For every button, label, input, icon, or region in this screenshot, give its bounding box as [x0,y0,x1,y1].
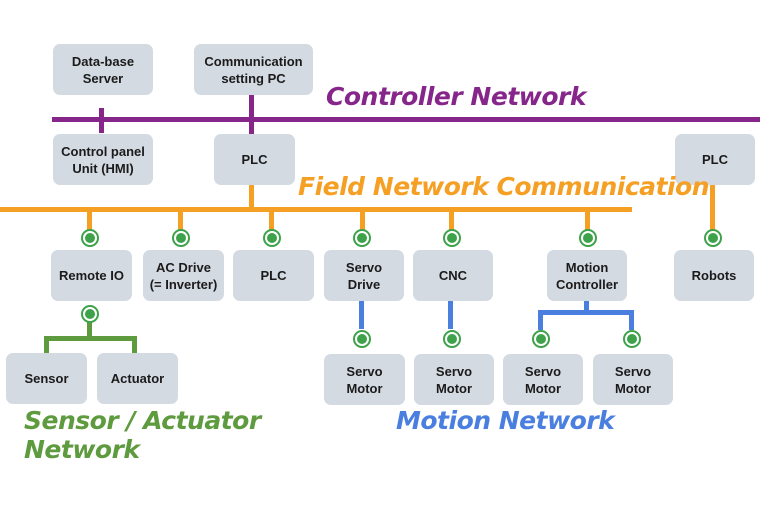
node-servo-motor-2 [443,330,461,348]
link-db-server [99,108,104,133]
box-robots: Robots [674,250,754,301]
drop-remote-io [87,210,92,230]
node-servo-motor-4 [623,330,641,348]
drop-servo-drive [360,210,365,230]
label-field-network: Field Network Communication [298,172,710,201]
box-remote-io: Remote IO [51,250,132,301]
sensor-drop-left [44,336,49,354]
box-servo-motor-1: Servo Motor [324,354,405,405]
node-motion-controller [579,229,597,247]
box-plc-right: PLC [675,134,755,185]
box-servo-drive: Servo Drive [324,250,404,301]
node-remote-io [81,229,99,247]
box-servo-motor-3: Servo Motor [503,354,583,405]
motion-link-cnc [448,301,453,329]
label-controller-network: Controller Network [326,82,586,111]
controller-bus [52,117,760,122]
box-cnc: CNC [413,250,493,301]
motion-controller-stem [584,301,589,313]
sensor-drop-right [132,336,137,354]
box-plc-field: PLC [233,250,314,301]
link-comm-pc [249,94,254,136]
box-ac-drive: AC Drive (= Inverter) [143,250,224,301]
node-servo-motor-1 [353,330,371,348]
box-plc-main: PLC [214,134,295,185]
link-plc-robots [710,184,715,230]
field-bus [0,207,632,212]
node-cnc [443,229,461,247]
drop-plc-field [269,210,274,230]
box-actuator: Actuator [97,353,178,404]
motion-link-servo-drive [359,301,364,329]
node-robots [704,229,722,247]
drop-ac-drive [178,210,183,230]
box-servo-motor-2: Servo Motor [414,354,494,405]
sensor-bus [44,336,137,341]
node-servo-drive [353,229,371,247]
drop-motion-controller [585,210,590,230]
label-sensor-network: Sensor / Actuator Network [24,406,261,464]
box-hmi: Control panel Unit (HMI) [53,134,153,185]
sensor-stem [87,320,92,340]
node-plc-field [263,229,281,247]
node-servo-motor-3 [532,330,550,348]
node-ac-drive [172,229,190,247]
motion-drop-left [538,310,543,330]
motion-drop-right [629,310,634,330]
link-plc-main [249,184,254,209]
box-motion-controller: Motion Controller [547,250,627,301]
box-communication-pc: Communication setting PC [194,44,313,95]
drop-cnc [449,210,454,230]
box-database-server: Data-base Server [53,44,153,95]
label-motion-network: Motion Network [396,406,615,435]
box-servo-motor-4: Servo Motor [593,354,673,405]
node-remote-io-sub [81,305,99,323]
box-sensor: Sensor [6,353,87,404]
motion-controller-bus [538,310,634,315]
